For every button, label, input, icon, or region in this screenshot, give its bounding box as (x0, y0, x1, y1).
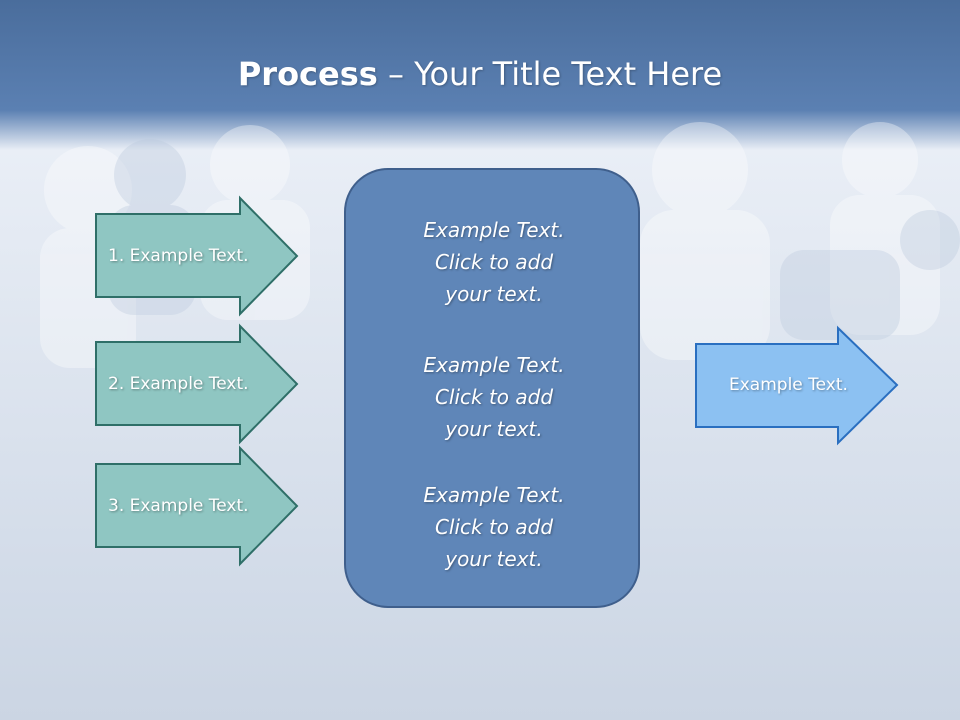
center-text-line: your text. (445, 417, 543, 441)
center-text-line: your text. (445, 547, 543, 571)
center-text-line: Example Text. (423, 483, 565, 507)
title-bold: Process (237, 55, 378, 93)
center-text-line: Click to add (434, 515, 554, 539)
center-process-box[interactable]: Example Text. Click to add your text. Ex… (344, 168, 640, 608)
output-arrow[interactable] (695, 325, 899, 446)
center-text-line: Example Text. (423, 218, 565, 242)
center-text-line: Example Text. (423, 353, 565, 377)
center-text-line: Click to add (434, 250, 554, 274)
input-arrow-3[interactable] (95, 445, 299, 567)
center-text-block-2: Example Text. Click to add your text. (346, 349, 642, 445)
center-text-block-1: Example Text. Click to add your text. (346, 214, 642, 310)
input-arrow-3-label: 3. Example Text. (108, 496, 249, 516)
output-arrow-label: Example Text. (729, 375, 848, 395)
center-text-line: Click to add (434, 385, 554, 409)
input-arrow-2-label: 2. Example Text. (108, 374, 249, 394)
center-text-block-3: Example Text. Click to add your text. (346, 479, 642, 575)
input-arrow-1-label: 1. Example Text. (108, 246, 249, 266)
center-text-line: your text. (445, 282, 543, 306)
input-arrow-1[interactable] (95, 195, 299, 317)
title-rest: – Your Title Text Here (377, 55, 723, 93)
slide-title: Process – Your Title Text Here (0, 52, 960, 96)
input-arrow-2[interactable] (95, 323, 299, 445)
